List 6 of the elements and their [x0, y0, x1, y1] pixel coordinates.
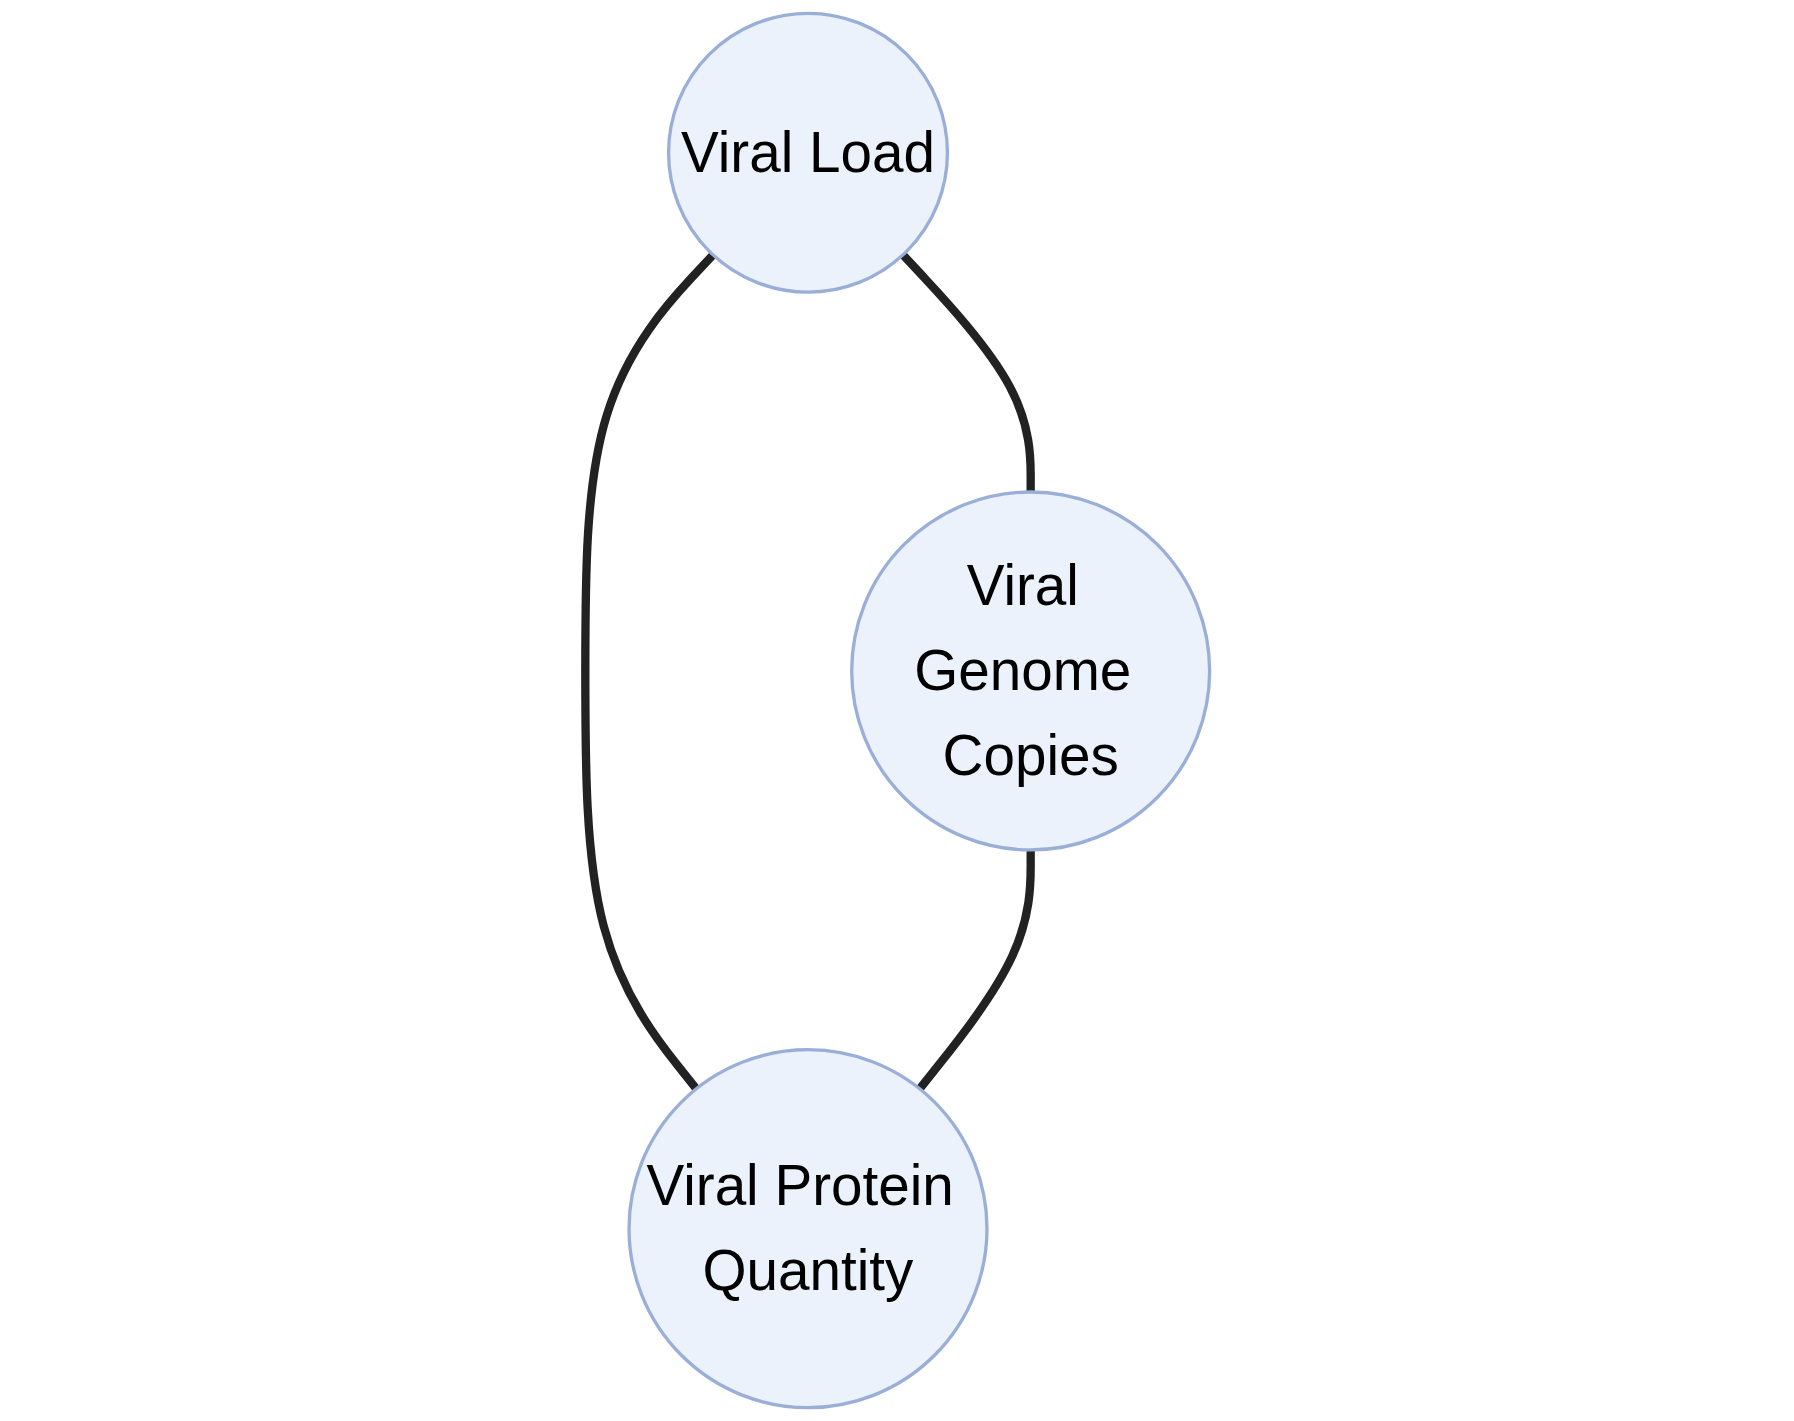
connector: [899, 252, 1035, 492]
node-circle: Viral Load: [666, 11, 949, 294]
connector: [580, 252, 716, 1092]
node-circle: Viral Genome Copies: [849, 490, 1211, 852]
node-circle: Viral Protein Quantity: [626, 1048, 989, 1410]
connector: [915, 849, 1035, 1092]
